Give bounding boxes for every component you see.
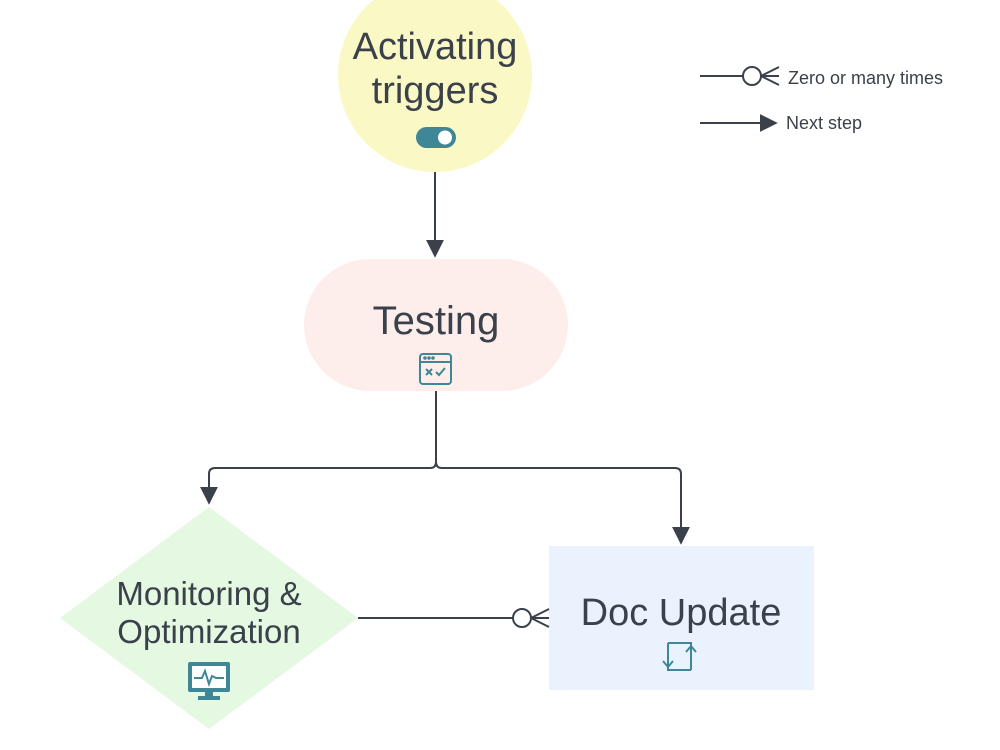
monitoring-node[interactable] (60, 507, 358, 729)
activating-triggers-line1: Activating (352, 26, 518, 68)
monitor-pulse-icon (188, 662, 230, 700)
monitoring-label: Monitoring & Optimization (84, 575, 334, 651)
toggle-switch-icon (416, 127, 456, 148)
testing-node[interactable] (304, 259, 568, 391)
doc-update-node[interactable] (549, 546, 814, 690)
connector-testing-to-doc-update (435, 461, 690, 545)
connector-monitoring-to-doc-update (358, 608, 550, 628)
activating-triggers-node[interactable] (338, 0, 532, 172)
connector-testing-to-monitoring (200, 391, 437, 505)
browser-test-icon (419, 353, 452, 385)
activating-triggers-label: Activating triggers (335, 26, 535, 113)
monitoring-line1: Monitoring & (116, 575, 302, 612)
activating-triggers-line2: triggers (371, 69, 499, 112)
refresh-arrows-icon (662, 642, 697, 671)
testing-label: Testing (372, 299, 500, 343)
monitoring-line2: Optimization (117, 612, 301, 650)
legend-next-step-label: Next step (786, 113, 863, 133)
legend-zero-or-many-symbol (700, 66, 780, 86)
legend-zero-or-many-label: Zero or many times (788, 68, 944, 88)
doc-update-label: Doc Update (580, 592, 782, 634)
